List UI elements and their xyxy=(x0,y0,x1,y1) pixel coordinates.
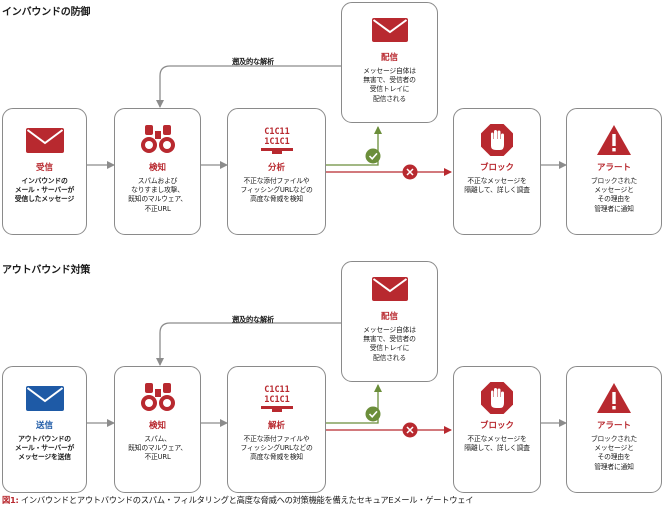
figure-caption: 図1: インバウンドとアウトバウンドのスパム・フィルタリングと高度な脅威への対策… xyxy=(2,494,474,506)
delivery-desc-line: 配信される xyxy=(373,353,406,362)
check-icon xyxy=(365,406,381,422)
step-desc-line: 既知のマルウェア、 xyxy=(128,195,187,204)
step-desc-line: 不正なメッセージを xyxy=(467,434,527,443)
inbound-delivery-card: 配信 メッセージ自体は 無害で、受信者の 受信トレイに 配信される xyxy=(341,2,438,123)
inbound-section-title: インバウンドの防御 xyxy=(2,7,91,18)
step-title: 検知 xyxy=(148,421,166,431)
outbound-section-title: アウトバウンド対策 xyxy=(2,265,91,276)
outbound-delivery-card: 配信 メッセージ自体は 無害で、受信者の 受信トレイに 配信される xyxy=(341,261,438,382)
delivery-desc-line: 受信トレイに xyxy=(369,85,410,94)
svg-text:C1C11: C1C11 xyxy=(264,385,290,395)
step-desc-line: メッセージと xyxy=(594,185,634,194)
step-desc-line: 不正URL xyxy=(144,453,171,462)
step-desc-line: 隔離して、詳しく調査 xyxy=(464,185,530,194)
figure-caption-text: インバウンドとアウトバウンドのスパム・フィルタリングと高度な脅威への対策機能を備… xyxy=(18,495,474,505)
delivery-desc-line: 配信される xyxy=(373,94,406,103)
step-desc-line: フィッシングURLなどの xyxy=(240,185,313,194)
step-desc-line: メール・サーバーが xyxy=(14,185,75,194)
delivery-desc-line: メッセージ自体は xyxy=(363,325,416,334)
outbound-alert-card: アラート ブロックされた メッセージと その理由を 管理者に通知 xyxy=(566,366,662,493)
step-title: 解析 xyxy=(267,421,285,431)
binoculars-icon xyxy=(140,383,175,413)
step-title: 受信 xyxy=(35,163,53,173)
outbound-analyze-card: C1C11 1C1C1 解析 不正な添付ファイルや フィッシングURLなどの 高… xyxy=(227,366,326,493)
step-desc-line: ブロックされた xyxy=(590,434,638,443)
outbound-send-card: 送信 アウトバウンドの メール・サーバーが メッセージを送信 xyxy=(2,366,87,493)
cross-icon xyxy=(402,422,418,438)
check-icon xyxy=(365,148,381,164)
step-desc-line: メッセージを送信 xyxy=(18,453,71,462)
binoculars-icon xyxy=(140,125,175,155)
delivery-title: 配信 xyxy=(380,53,398,63)
delivery-desc-line: 無害で、受信者の xyxy=(363,75,416,84)
inbound-analyze-card: C1C11 1C1C1 分析 不正な添付ファイルや フィッシングURLなどの 高… xyxy=(227,108,326,235)
step-title: ブロック xyxy=(479,163,514,173)
step-desc-line: メッセージと xyxy=(594,443,634,452)
arrow-analyze-to-deliver xyxy=(326,126,382,166)
envelope-icon xyxy=(371,15,408,45)
step-desc-line: 既知のマルウェア、 xyxy=(128,443,187,452)
step-title: アラート xyxy=(596,163,631,173)
step-desc-line: 管理者に通知 xyxy=(594,204,634,213)
step-desc-line: なりすまし攻撃、 xyxy=(131,185,184,194)
delivery-desc-line: 無害で、受信者の xyxy=(363,334,416,343)
retro-analysis-loop xyxy=(156,322,341,366)
step-desc-line: 不正なメッセージを xyxy=(467,176,527,185)
step-desc-line: 不正URL xyxy=(144,204,171,213)
delivery-desc-line: 受信トレイに xyxy=(369,344,410,353)
outbound-detect-card: 検知 スパム、 既知のマルウェア、 不正URL xyxy=(114,366,201,493)
step-desc-line: 受信したメッセージ xyxy=(14,195,75,204)
step-desc-line: 隔離して、詳しく調査 xyxy=(464,443,530,452)
svg-text:1C1C1: 1C1C1 xyxy=(264,395,290,405)
step-desc-line: 管理者に通知 xyxy=(594,462,634,471)
step-desc-line: アウトバウンドの xyxy=(18,434,71,443)
retro-analysis-label: 遡及的な解析 xyxy=(232,315,274,324)
binary-monitor-icon: C1C11 1C1C1 xyxy=(258,383,296,413)
stop-hand-icon xyxy=(481,382,513,414)
step-title: 送信 xyxy=(35,421,53,431)
step-desc-line: 高度な脅威を検知 xyxy=(250,195,303,204)
arrow-analyze-to-deliver xyxy=(326,384,382,424)
step-title: ブロック xyxy=(479,421,514,431)
step-title: アラート xyxy=(596,421,631,431)
warning-icon xyxy=(597,383,631,413)
step-desc-line: メール・サーバーが xyxy=(14,443,75,452)
binary-monitor-icon: C1C11 1C1C1 xyxy=(258,125,296,155)
inbound-detect-card: 検知 スパムおよび なりすまし攻撃、 既知のマルウェア、 不正URL xyxy=(114,108,201,235)
warning-icon xyxy=(597,125,631,155)
retro-analysis-loop xyxy=(156,65,341,108)
envelope-icon xyxy=(25,383,64,413)
cross-icon xyxy=(402,164,418,180)
inbound-block-card: ブロック 不正なメッセージを 隔離して、詳しく調査 xyxy=(453,108,541,235)
step-desc-line: その理由を xyxy=(597,453,631,462)
stop-hand-icon xyxy=(481,124,513,156)
delivery-title: 配信 xyxy=(380,312,398,322)
step-desc-line: スパム、 xyxy=(144,434,171,443)
step-title: 検知 xyxy=(148,163,166,173)
step-desc-line: インバウンドの xyxy=(21,176,68,185)
step-desc-line: フィッシングURLなどの xyxy=(240,443,313,452)
inbound-receive-card: 受信 インバウンドの メール・サーバーが 受信したメッセージ xyxy=(2,108,87,235)
svg-text:C1C11: C1C11 xyxy=(264,127,290,137)
step-desc-line: 高度な脅威を検知 xyxy=(250,453,303,462)
figure-number: 図1: xyxy=(2,495,19,505)
step-desc-line: ブロックされた xyxy=(590,176,638,185)
envelope-icon xyxy=(371,274,408,304)
envelope-icon xyxy=(25,125,64,155)
step-desc-line: 不正な添付ファイルや xyxy=(243,176,310,185)
retro-analysis-label: 遡及的な解析 xyxy=(232,57,274,66)
delivery-desc-line: メッセージ自体は xyxy=(363,66,416,75)
step-title: 分析 xyxy=(267,163,285,173)
inbound-alert-card: アラート ブロックされた メッセージと その理由を 管理者に通知 xyxy=(566,108,662,235)
svg-text:1C1C1: 1C1C1 xyxy=(264,137,290,147)
step-desc-line: スパムおよび xyxy=(137,176,178,185)
outbound-block-card: ブロック 不正なメッセージを 隔離して、詳しく調査 xyxy=(453,366,541,493)
step-desc-line: 不正な添付ファイルや xyxy=(243,434,310,443)
step-desc-line: その理由を xyxy=(597,195,631,204)
